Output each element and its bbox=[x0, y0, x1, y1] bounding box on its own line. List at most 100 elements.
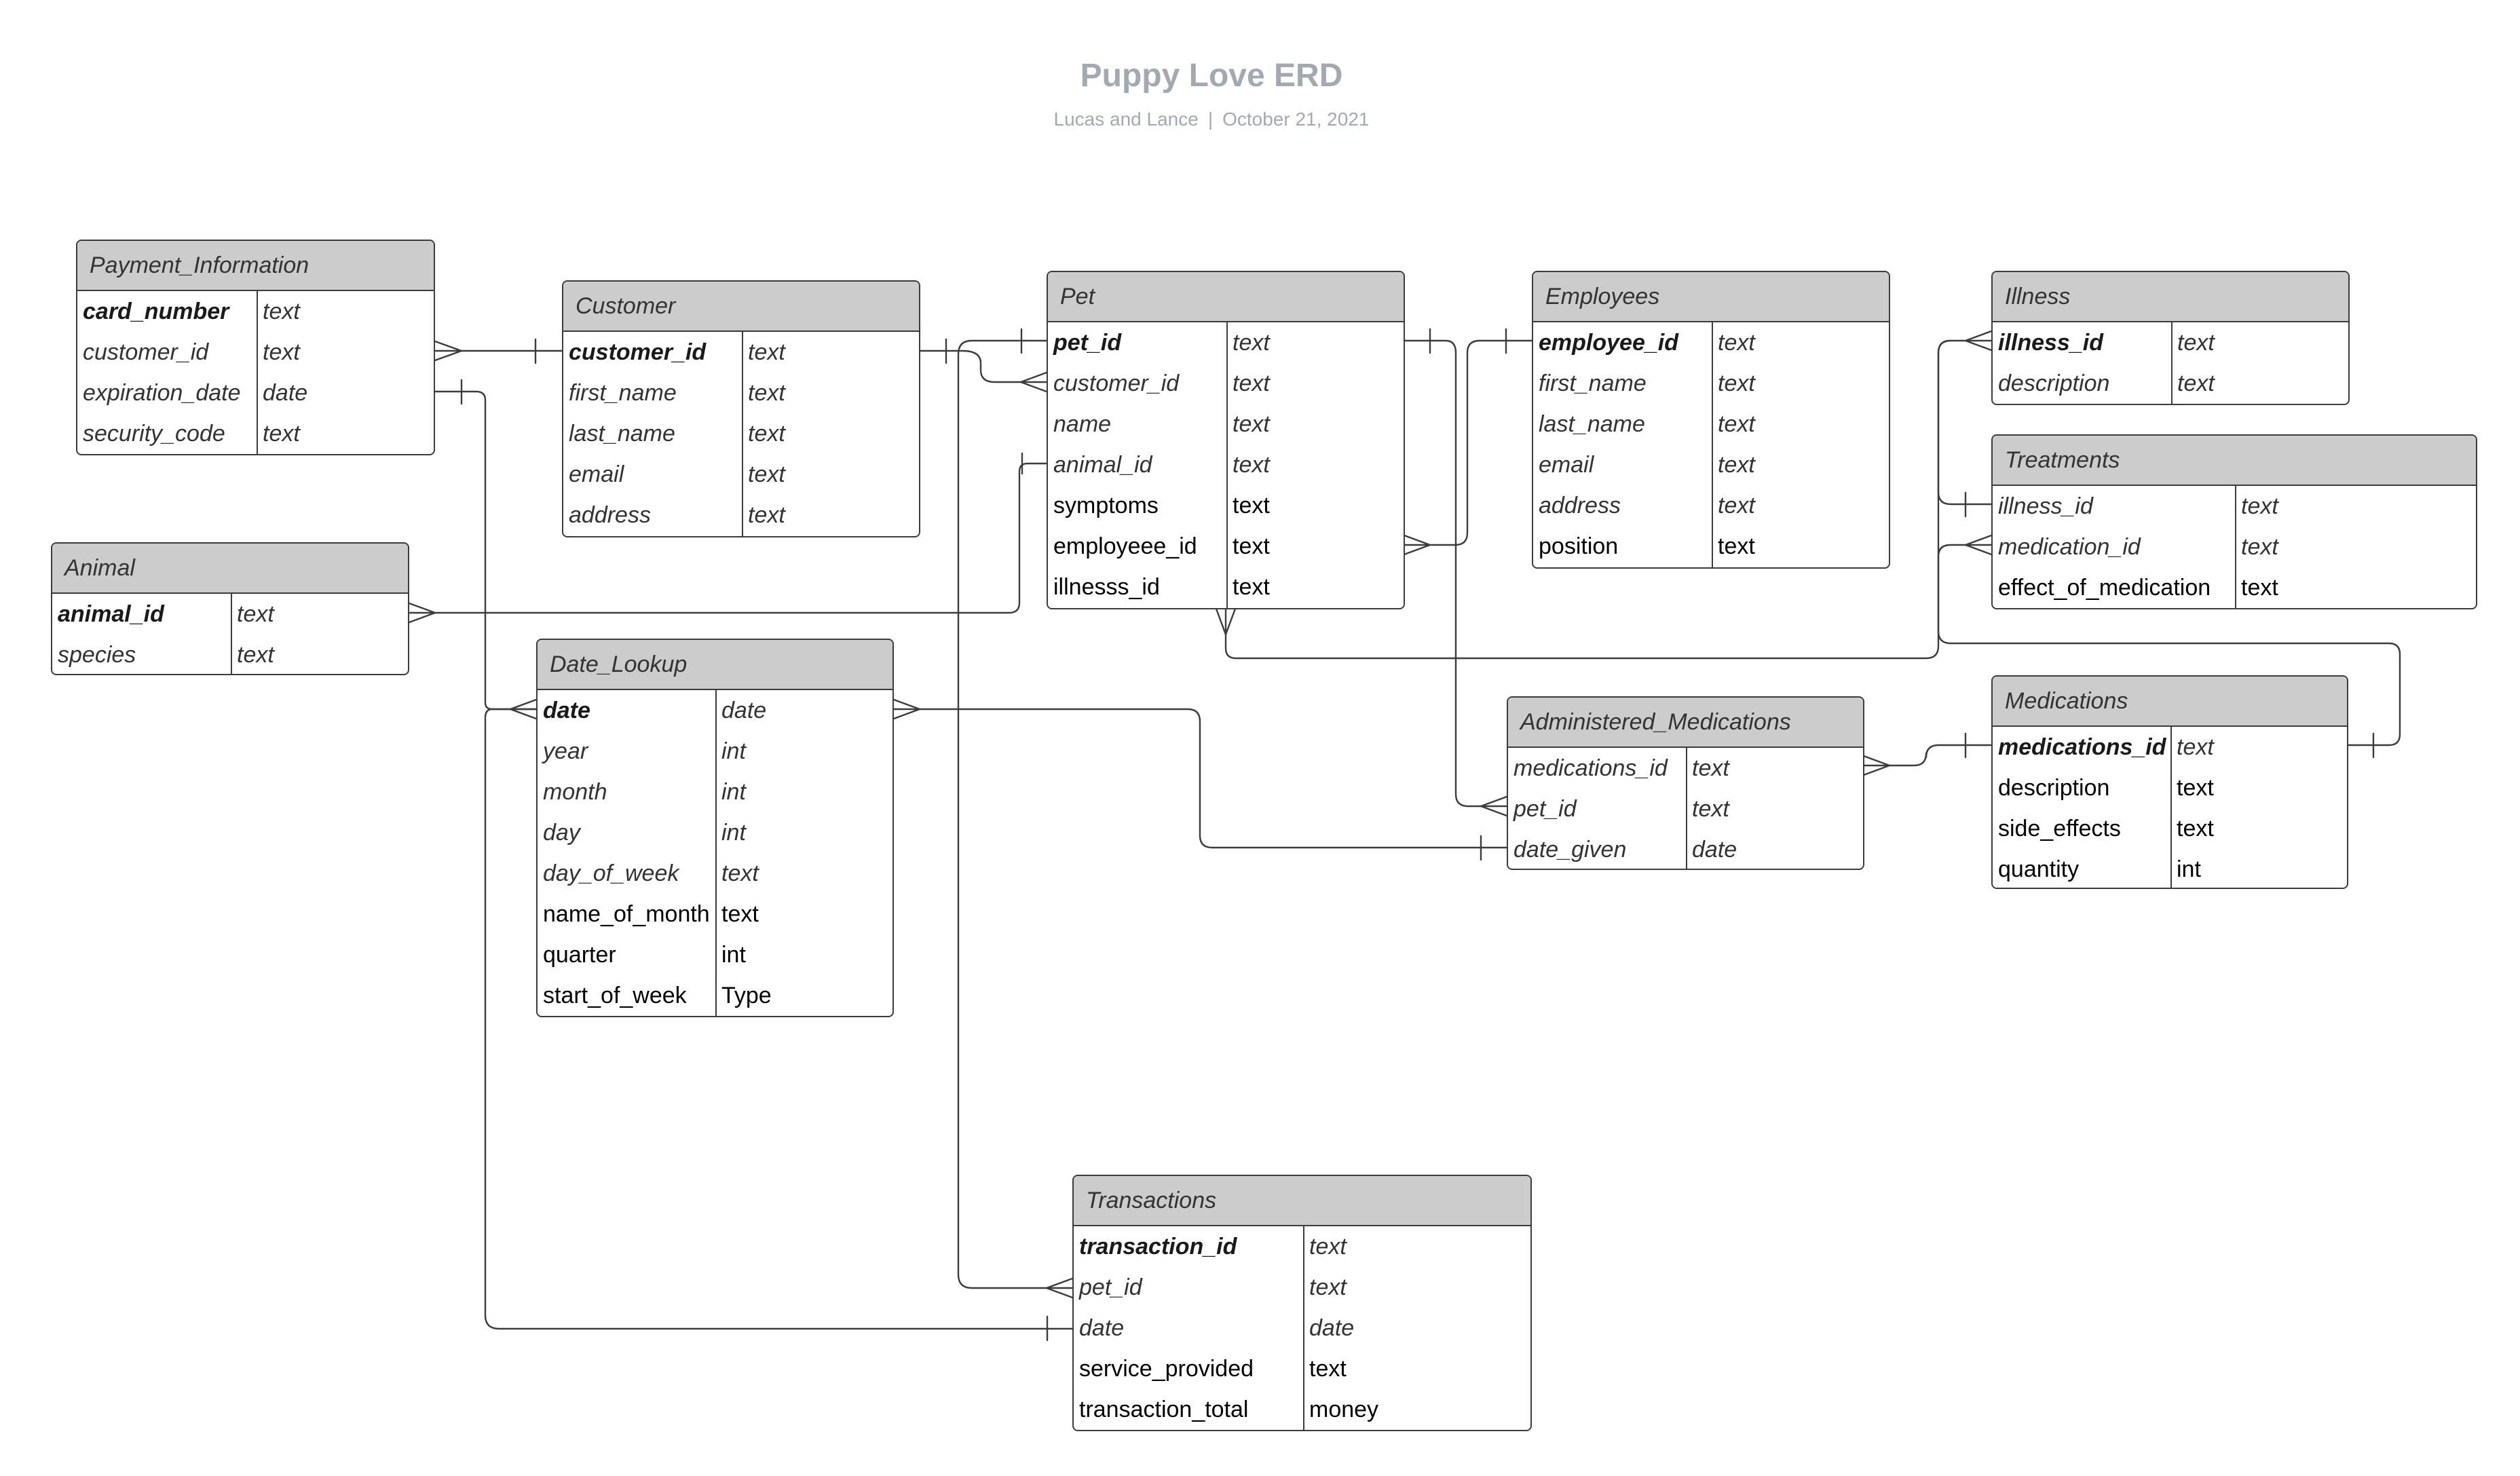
field-type: text bbox=[1718, 492, 1755, 518]
rel-payment-date bbox=[434, 390, 538, 711]
crow-foot-medications-admin bbox=[1862, 755, 1891, 776]
field-name: customer_id bbox=[1053, 370, 1180, 396]
crow-foot-pet-transactions bbox=[1045, 1277, 1074, 1299]
field-name: name_of_month bbox=[543, 901, 710, 927]
field-name: month bbox=[543, 778, 607, 805]
field-type: text bbox=[2241, 493, 2278, 519]
entity-title: Animal bbox=[52, 544, 408, 594]
field-name: transaction_id bbox=[1079, 1233, 1237, 1260]
field-row[interactable]: start_of_week Type bbox=[538, 975, 892, 1016]
rel-medications-admin bbox=[1862, 744, 1993, 767]
field-name: description bbox=[1998, 370, 2110, 396]
field-name: start_of_week bbox=[543, 982, 687, 1008]
field-name: quantity bbox=[1998, 856, 2080, 882]
field-type: text bbox=[1233, 451, 1270, 478]
field-name: email bbox=[1539, 451, 1594, 478]
field-row[interactable]: transaction_id text bbox=[1074, 1226, 1530, 1267]
field-type: text bbox=[748, 461, 785, 487]
entity-title: Payment_Information bbox=[77, 241, 434, 291]
field-type: text bbox=[2241, 533, 2278, 560]
field-type: text bbox=[1309, 1233, 1347, 1260]
field-type: text bbox=[263, 420, 300, 447]
field-name: description bbox=[1998, 774, 2110, 801]
field-row[interactable]: customer_id text bbox=[563, 332, 919, 373]
field-type: text bbox=[1233, 329, 1270, 356]
field-name: symptoms bbox=[1053, 492, 1159, 518]
diagram-date: October 21, 2021 bbox=[1222, 109, 1370, 130]
field-row[interactable]: customer_id text bbox=[1048, 363, 1404, 404]
field-name: address bbox=[569, 502, 651, 528]
field-name: pet_id bbox=[1079, 1274, 1142, 1300]
field-name: date bbox=[1079, 1314, 1125, 1341]
field-type: Type bbox=[721, 982, 772, 1008]
field-type: text bbox=[721, 860, 759, 886]
field-type: text bbox=[1233, 370, 1270, 396]
field-type: text bbox=[748, 339, 785, 365]
entity-title: Treatments bbox=[1993, 436, 2476, 486]
field-type: text bbox=[2177, 329, 2215, 356]
field-type: text bbox=[748, 379, 785, 406]
diagram-authors: Lucas and Lance bbox=[1053, 109, 1199, 130]
crow-foot-payment-customer bbox=[434, 340, 463, 362]
field-name: employeee_id bbox=[1053, 533, 1197, 559]
field-name: customer_id bbox=[569, 339, 707, 365]
subtitle-separator: | bbox=[1207, 109, 1214, 130]
